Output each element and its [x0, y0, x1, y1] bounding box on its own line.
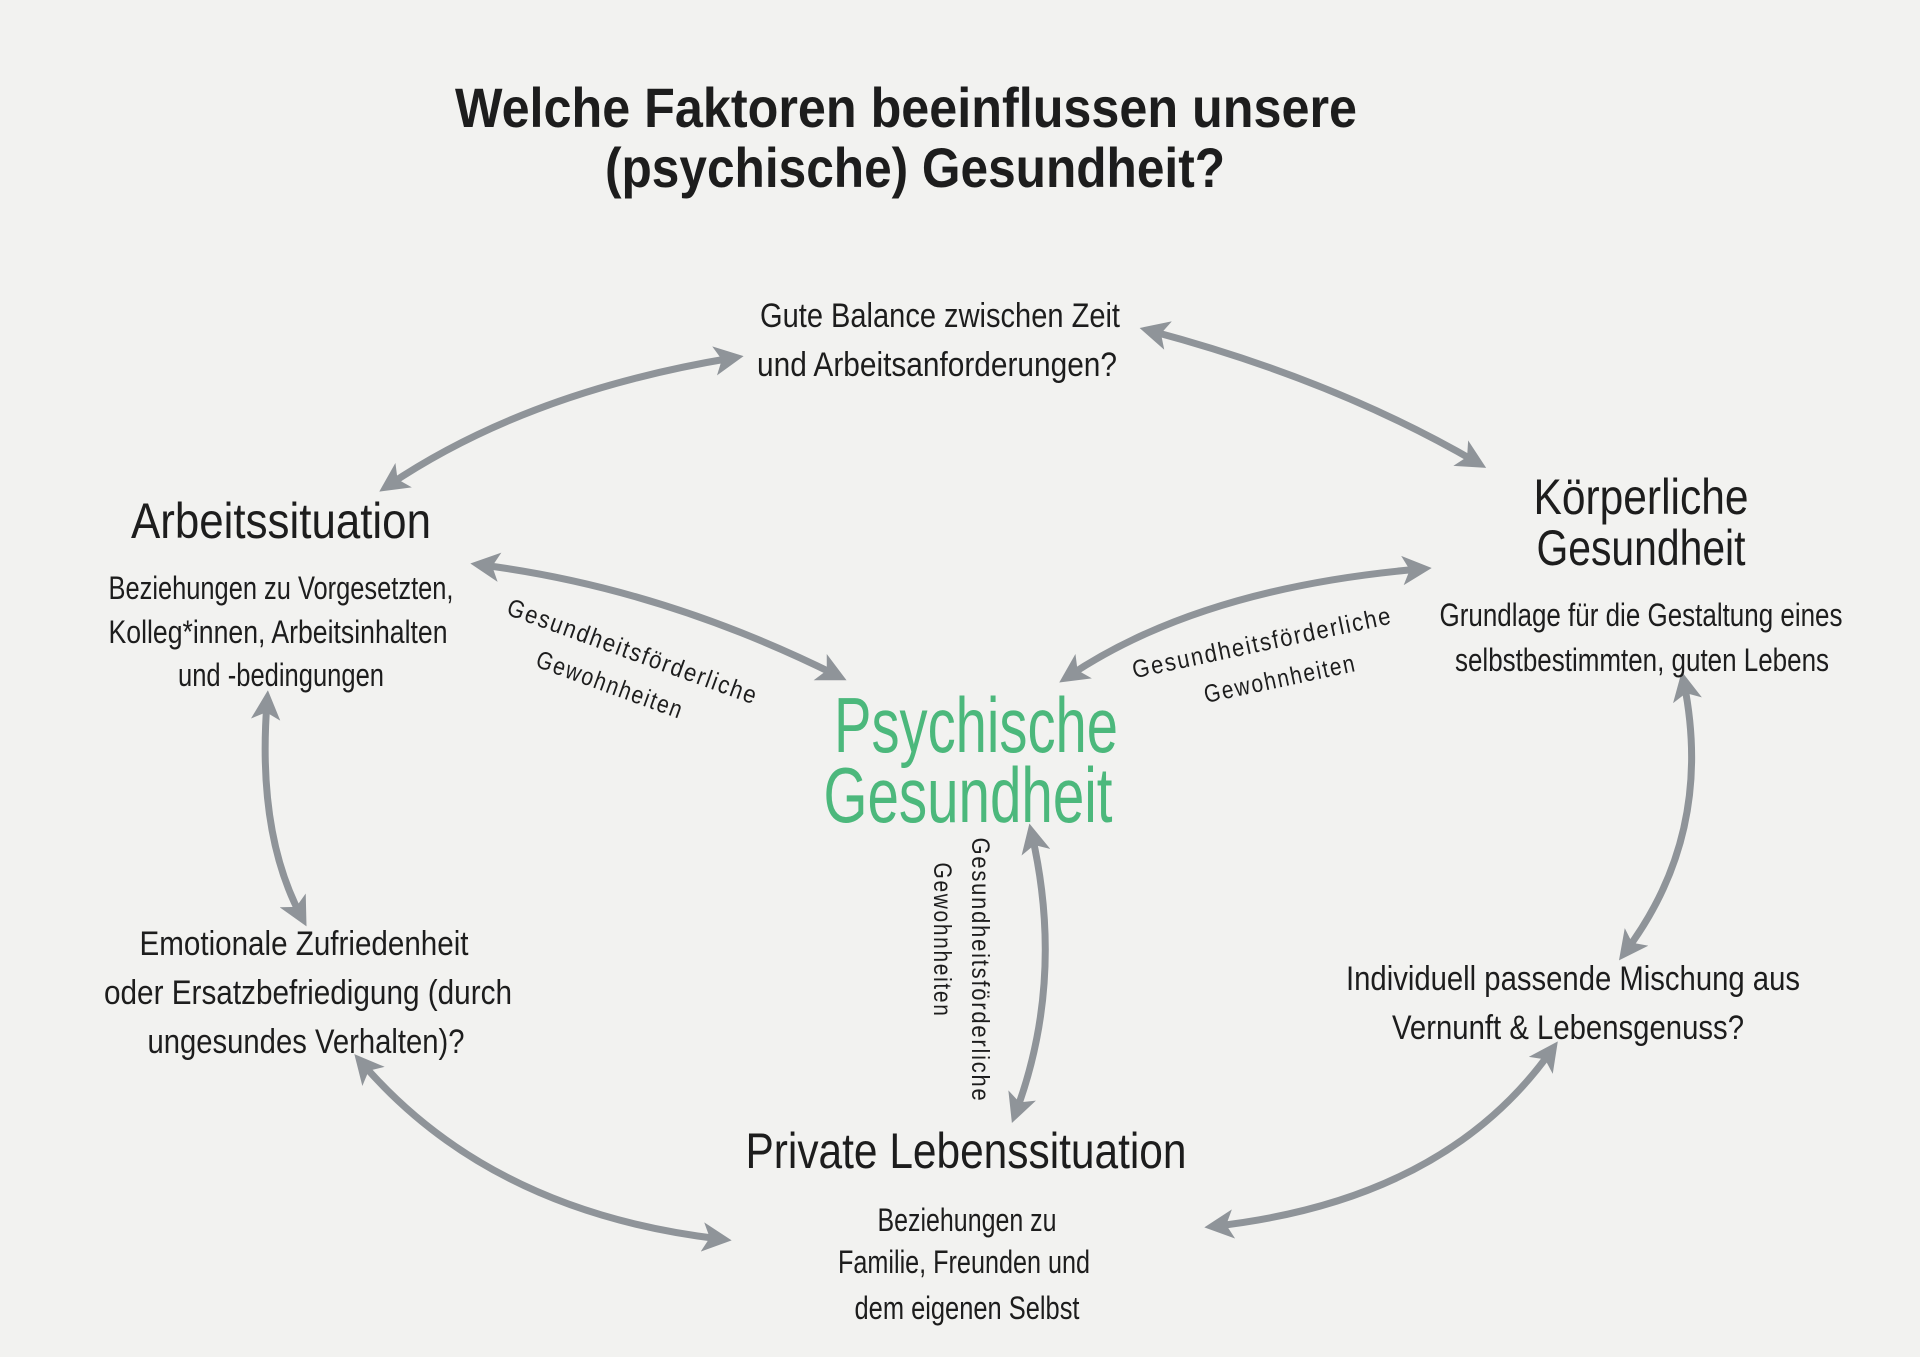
arrow-physical-mental [1059, 555, 1432, 683]
node-balance: Gute Balance zwischen Zeit und Arbeitsan… [757, 297, 1120, 384]
work-line3: und -bedingungen [178, 657, 384, 693]
arrow-balance-physical [1139, 321, 1487, 468]
private-line1: Beziehungen zu [878, 1202, 1057, 1238]
habit-label-bottom: Gesundheitsförderliche Gewohnheiten [928, 838, 994, 1103]
arrow-physical-mix [1618, 671, 1702, 961]
mix-line1: Individuell passende Mischung aus [1346, 960, 1800, 998]
private-heading: Private Lebenssituation [746, 1123, 1187, 1179]
arrow-emotional-private [354, 1054, 732, 1252]
mix-line2: Vernunft & Lebensgenuss? [1392, 1009, 1744, 1047]
arrow-work-balance [379, 346, 744, 492]
diagram-title-line2: (psychische) Gesundheit? [605, 136, 1225, 199]
balance-line2: und Arbeitsanforderungen? [757, 346, 1117, 384]
arrow-mental-private [1008, 823, 1051, 1124]
node-private: Private Lebenssituation Beziehungen zu F… [746, 1123, 1187, 1326]
balance-line1: Gute Balance zwischen Zeit [760, 297, 1120, 335]
arrow-work-mental [470, 552, 847, 681]
physical-heading1: Körperliche [1534, 469, 1749, 525]
physical-line2: selbstbestimmten, guten Lebens [1455, 642, 1829, 678]
node-work: Arbeitssituation Beziehungen zu Vorgeset… [109, 493, 454, 693]
node-physical: Körperliche Gesundheit Grundlage für die… [1440, 469, 1843, 678]
node-mix: Individuell passende Mischung aus Vernun… [1346, 960, 1800, 1047]
work-heading: Arbeitssituation [131, 493, 431, 549]
emotional-line2: oder Ersatzbefriedigung (durch [104, 974, 512, 1012]
work-line1: Beziehungen zu Vorgesetzten, [109, 570, 454, 606]
emotional-line1: Emotionale Zufriedenheit [140, 925, 469, 963]
habit-bottom-line2: Gewohnheiten [928, 863, 956, 1018]
emotional-line3: ungesundes Verhalten)? [148, 1023, 465, 1061]
node-emotional: Emotionale Zufriedenheit oder Ersatzbefr… [104, 925, 512, 1061]
private-line3: dem eigenen Selbst [855, 1290, 1080, 1326]
physical-line1: Grundlage für die Gestaltung eines [1440, 597, 1843, 633]
diagram-title-line1: Welche Faktoren beeinflussen unsere [455, 76, 1357, 139]
node-mental-health: Psychische Gesundheit [824, 681, 1119, 839]
mental-line1: Psychische [834, 681, 1118, 769]
habit-bottom-line1: Gesundheitsförderliche [966, 838, 994, 1103]
arrow-mix-private [1204, 1041, 1558, 1239]
habit-label-left: Gesundheitsförderliche Gewohnheiten [503, 593, 762, 724]
arrow-work-emotional [251, 690, 307, 927]
work-line2: Kolleg*innen, Arbeitsinhalten [109, 614, 448, 650]
mental-line2: Gesundheit [824, 751, 1113, 839]
private-line2: Familie, Freunden und [838, 1244, 1090, 1280]
physical-heading2: Gesundheit [1537, 520, 1746, 576]
